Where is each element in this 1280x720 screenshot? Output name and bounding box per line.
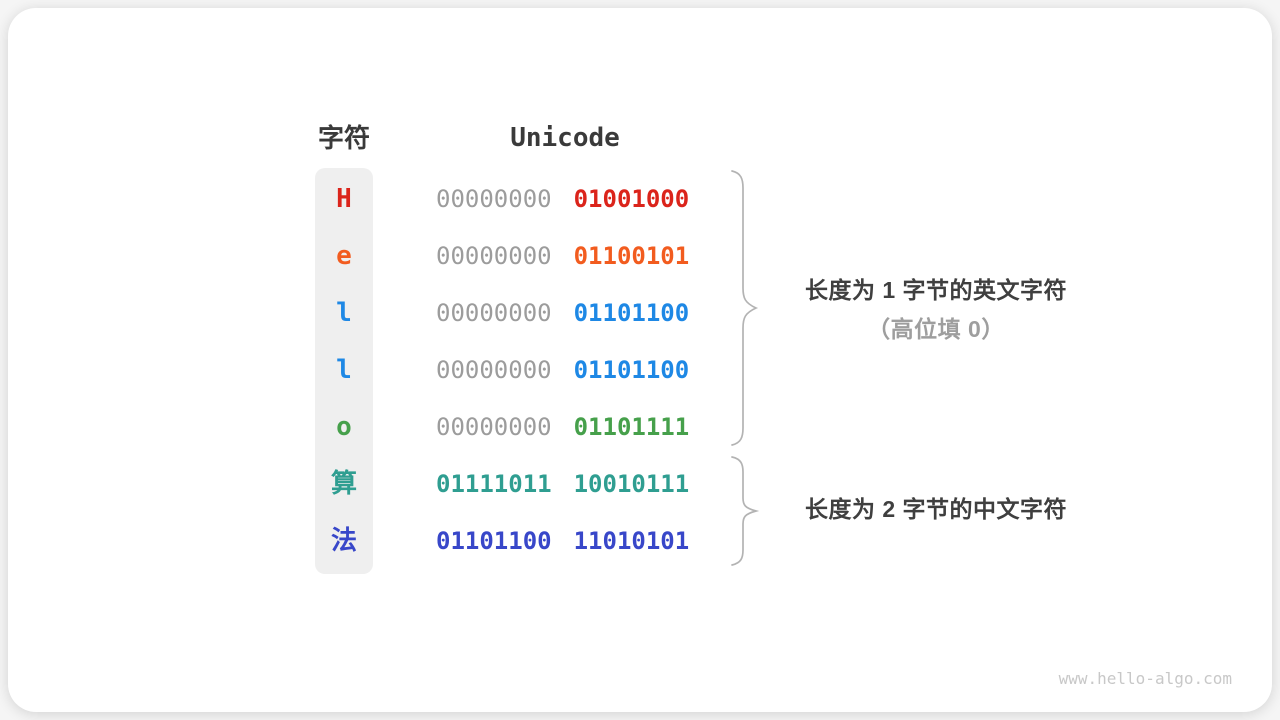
brace-group-english — [731, 170, 759, 446]
char-cell: 法 — [330, 526, 357, 556]
watermark-url: www.hello-algo.com — [1058, 669, 1232, 688]
char-cell: l — [336, 355, 352, 385]
char-cell: l — [336, 298, 352, 328]
column-header-char: 字符 — [317, 123, 370, 153]
char-cell: 算 — [330, 469, 357, 499]
binary-byte-low: 11010101 — [573, 527, 690, 555]
binary-byte-low: 01001000 — [573, 185, 690, 213]
annotation-english-line2: （高位填 0） — [867, 316, 1005, 342]
unicode-binary: 00000000 01001000 — [436, 179, 689, 219]
binary-byte-low: 01100101 — [573, 242, 690, 270]
diagram-card: 字符 Unicode H 00000000 01001000 e 00000000… — [8, 8, 1272, 712]
char-column-background — [315, 168, 373, 574]
annotation-english-line1: 长度为 1 字节的英文字符 — [804, 277, 1068, 303]
column-header-unicode: Unicode — [510, 123, 620, 153]
annotation-chinese-chars: 长度为 2 字节的中文字符 — [766, 494, 1106, 524]
unicode-binary: 01101100 11010101 — [436, 521, 689, 561]
binary-byte-low: 01101111 — [573, 413, 690, 441]
annotation-chinese-line1: 长度为 2 字节的中文字符 — [804, 496, 1068, 522]
binary-byte-high: 00000000 — [436, 242, 552, 270]
char-cell: o — [336, 412, 352, 442]
binary-byte-low: 10010111 — [573, 470, 690, 498]
char-cell: e — [336, 241, 352, 271]
binary-byte-high: 00000000 — [436, 299, 552, 327]
annotation-english-chars: 长度为 1 字节的英文字符 （高位填 0） — [766, 275, 1106, 344]
brace-group-chinese — [731, 456, 760, 566]
binary-byte-low: 01101100 — [573, 299, 690, 327]
binary-byte-high: 00000000 — [436, 356, 552, 384]
unicode-binary: 00000000 01101100 — [436, 350, 689, 390]
binary-byte-high: 00000000 — [436, 185, 552, 213]
unicode-binary: 00000000 01101111 — [436, 407, 689, 447]
binary-byte-high: 00000000 — [436, 413, 552, 441]
binary-byte-low: 01101100 — [573, 356, 690, 384]
char-cell: H — [336, 184, 352, 214]
unicode-binary: 01111011 10010111 — [436, 464, 689, 504]
unicode-binary: 00000000 01100101 — [436, 236, 689, 276]
unicode-binary: 00000000 01101100 — [436, 293, 689, 333]
binary-byte-high: 01111011 — [436, 470, 552, 498]
binary-byte-high: 01101100 — [436, 527, 552, 555]
